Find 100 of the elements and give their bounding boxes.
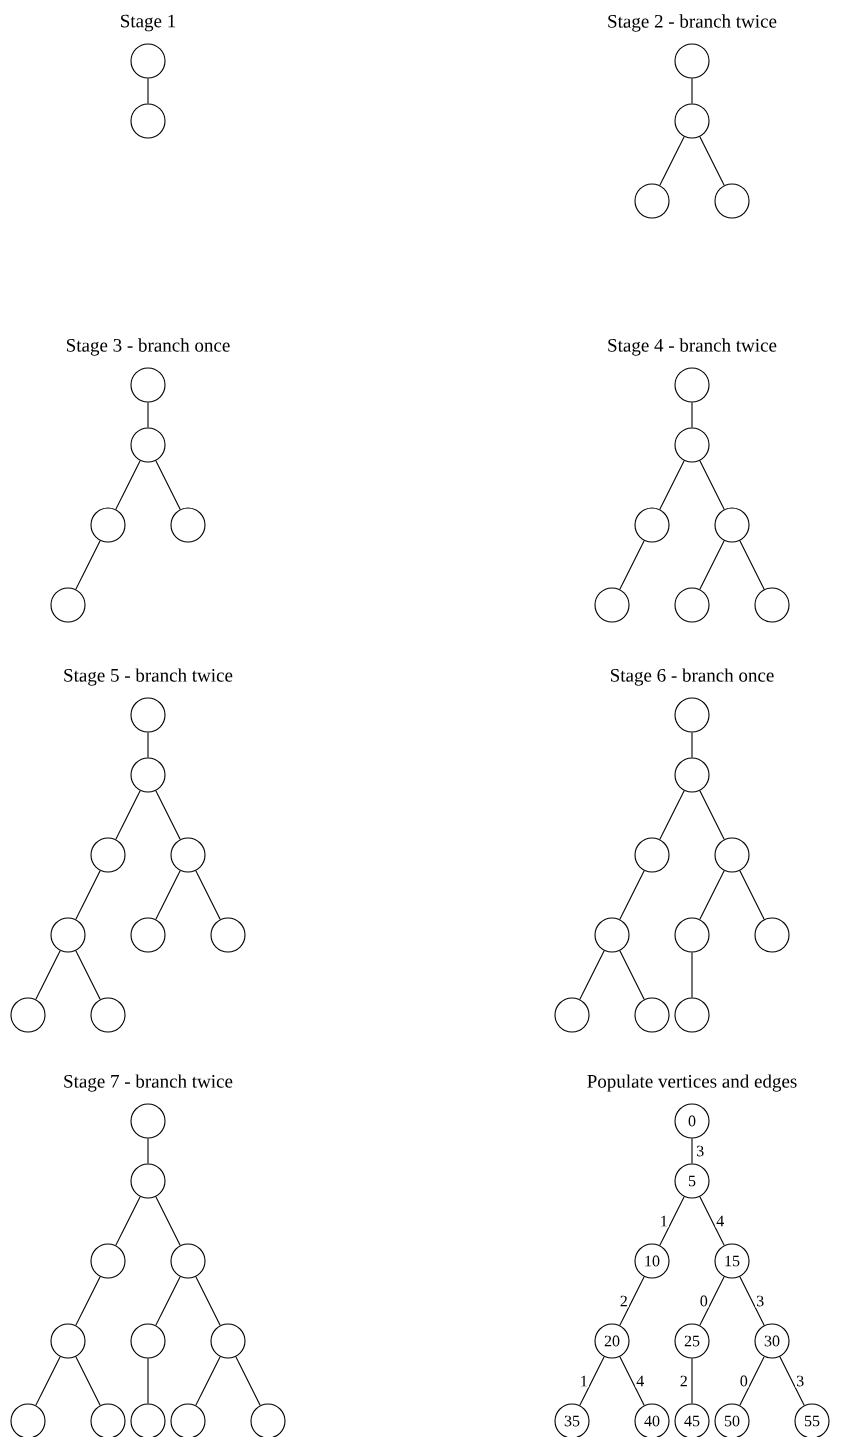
connector-line	[699, 136, 725, 186]
connector-line	[235, 1356, 261, 1406]
connector-line	[147, 732, 149, 758]
vertex-circle	[130, 757, 166, 793]
connector-line	[75, 1276, 101, 1326]
vertex-circle	[130, 367, 166, 403]
connector-line	[699, 870, 725, 920]
vertex-circle	[674, 757, 710, 793]
connector-line	[155, 460, 181, 510]
edge-label: 3	[795, 1374, 806, 1388]
connector-line	[75, 950, 101, 1000]
vertex-circle	[554, 997, 590, 1033]
connector-line	[691, 952, 693, 998]
connector-line	[155, 1196, 181, 1246]
vertex-circle	[130, 1323, 166, 1359]
connector-line	[699, 1196, 725, 1246]
connector-line	[619, 1276, 645, 1326]
edge-label: 2	[618, 1294, 629, 1308]
connector-line	[691, 732, 693, 758]
connector-line	[619, 540, 645, 590]
connector-line	[659, 1196, 685, 1246]
connector-line	[579, 1356, 605, 1406]
connector-line	[155, 870, 181, 920]
vertex-circle	[10, 997, 46, 1033]
vertex-circle	[50, 587, 86, 623]
connector-line	[35, 950, 61, 1000]
connector-line	[75, 540, 101, 590]
connector-line	[619, 870, 645, 920]
vertex-circle	[714, 837, 750, 873]
panel-title: Stage 3 - branch once	[66, 338, 230, 356]
connector-line	[195, 1276, 221, 1326]
vertex-circle	[674, 427, 710, 463]
vertex-circle	[210, 1323, 246, 1359]
vertex-circle	[130, 427, 166, 463]
connector-line	[739, 1356, 765, 1406]
connector-line	[699, 460, 725, 510]
vertex-circle	[130, 1163, 166, 1199]
vertex-circle	[130, 697, 166, 733]
vertex-circle	[210, 917, 246, 953]
vertex-circle	[130, 1103, 166, 1139]
connector-line	[659, 790, 685, 840]
connector-line	[739, 1276, 765, 1326]
vertex-circle	[130, 43, 166, 79]
panel-title: Stage 4 - branch twice	[608, 338, 777, 356]
vertex-circle	[90, 997, 126, 1033]
connector-line	[195, 1356, 221, 1406]
connector-line	[691, 1358, 693, 1404]
edge-label: 0	[698, 1294, 709, 1308]
connector-line	[779, 1356, 805, 1406]
vertex-circle	[50, 917, 86, 953]
connector-line	[699, 540, 725, 590]
connector-line	[619, 1356, 645, 1406]
vertex-circle	[90, 1243, 126, 1279]
vertex-circle	[714, 507, 750, 543]
connector-line	[147, 78, 149, 104]
vertex-circle	[674, 997, 710, 1033]
connector-line	[691, 78, 693, 104]
connector-line	[115, 790, 141, 840]
connector-line	[699, 790, 725, 840]
vertex-circle	[90, 837, 126, 873]
edge-label: 1	[578, 1374, 589, 1388]
edge-label: 4	[715, 1214, 726, 1228]
vertex-circle	[714, 183, 750, 219]
edge-label: 1	[658, 1214, 669, 1228]
panel-title: Stage 7 - branch twice	[64, 1074, 233, 1092]
connector-line	[691, 1138, 693, 1164]
vertex-circle	[594, 587, 630, 623]
connector-line	[155, 1276, 181, 1326]
vertex-circle	[50, 1323, 86, 1359]
vertex-circle	[754, 587, 790, 623]
vertex-circle	[674, 367, 710, 403]
panel-title: Stage 2 - branch twice	[608, 14, 777, 32]
vertex-circle	[170, 1243, 206, 1279]
connector-line	[155, 790, 181, 840]
connector-line	[691, 402, 693, 428]
connector-line	[195, 870, 221, 920]
vertex-circle	[594, 917, 630, 953]
connector-line	[147, 1138, 149, 1164]
connector-line	[35, 1356, 61, 1406]
vertex-circle	[634, 507, 670, 543]
vertex-circle	[674, 697, 710, 733]
vertex-circle	[170, 837, 206, 873]
connector-line	[659, 136, 685, 186]
connector-line	[147, 402, 149, 428]
edge-label: 3	[755, 1294, 766, 1308]
vertex-circle	[674, 917, 710, 953]
edge-label: 0	[738, 1374, 749, 1388]
vertex-circle	[634, 997, 670, 1033]
connector-line	[579, 950, 605, 1000]
connector-line	[75, 870, 101, 920]
vertex-circle	[674, 43, 710, 79]
vertex-circle	[674, 103, 710, 139]
panel-title: Populate vertices and edges	[587, 1074, 797, 1092]
connector-line	[739, 540, 765, 590]
vertex-circle	[90, 507, 126, 543]
vertex-circle	[634, 837, 670, 873]
connector-line	[619, 950, 645, 1000]
edge-label: 2	[678, 1374, 689, 1388]
edge-label: 3	[695, 1144, 706, 1158]
edge-label: 4	[635, 1374, 646, 1388]
